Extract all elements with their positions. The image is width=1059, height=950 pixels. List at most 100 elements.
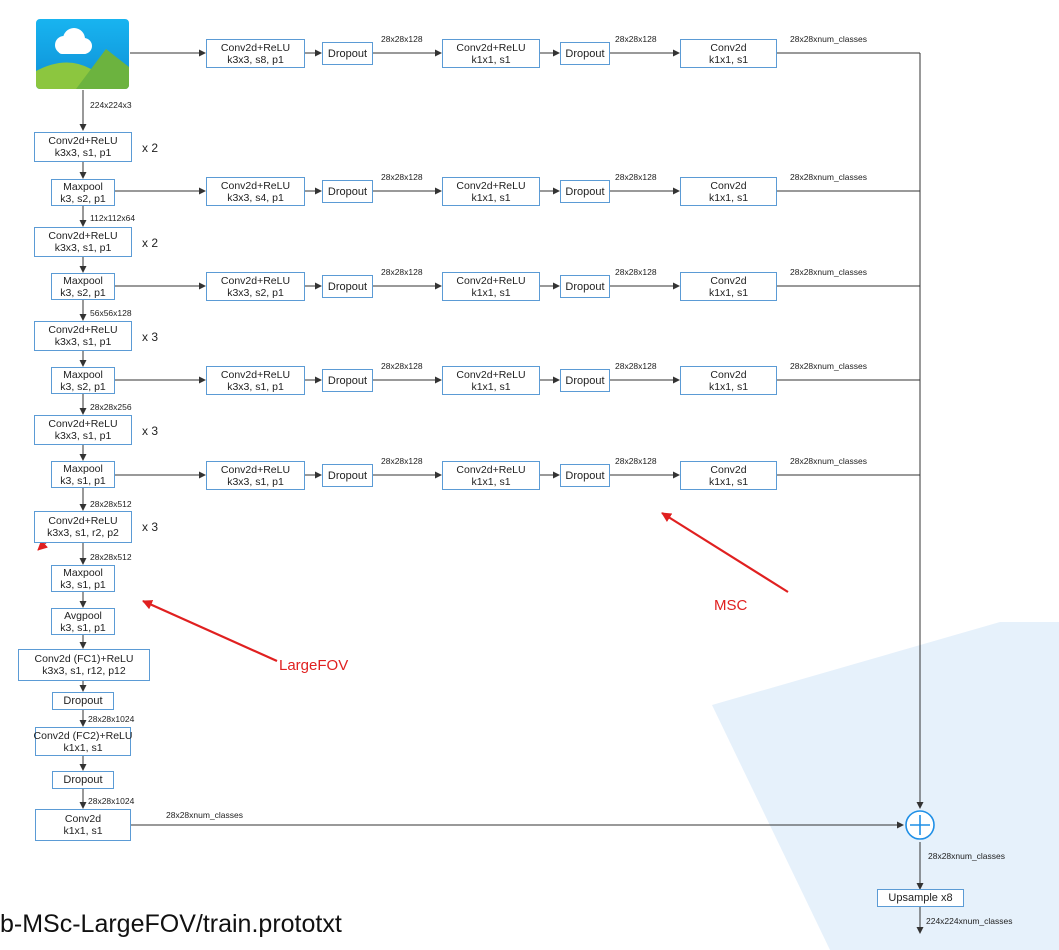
branch-5-conv1-line-1: Conv2d+ReLU	[220, 463, 291, 476]
branch-2-conv1-line-1: Conv2d+ReLU	[220, 179, 291, 192]
branch-3-dropout2: Dropout	[560, 275, 610, 298]
backbone-block-16-line-2: k1x1, s1	[63, 825, 103, 837]
branch-5-conv2-line-1: Conv2d+ReLU	[456, 463, 526, 476]
backbone-block-16-line-1: Conv2d	[64, 813, 102, 825]
branch-4-conv1-line-2: k3x3, s1, p1	[227, 380, 284, 393]
backbone-block-9-line-1: Conv2d+ReLU	[48, 515, 118, 527]
branch-1-conv3-line-1: Conv2d	[710, 41, 747, 54]
branch-1-conv2-line-2: k1x1, s1	[471, 53, 511, 66]
branch-3-conv2-line-1: Conv2d+ReLU	[456, 274, 526, 287]
branch-3-conv1-line-1: Conv2d+ReLU	[220, 274, 291, 287]
annotation-largefov: LargeFOV	[279, 657, 349, 674]
backbone-edge-label-4: 28x28x256	[90, 402, 132, 412]
backbone-block-7-line-2: k3x3, s1, p1	[54, 430, 112, 442]
branch-2-conv1-line-2: k3x3, s4, p1	[227, 191, 284, 204]
image-icon	[36, 19, 129, 89]
branch-3-edge-label-1: 28x28x128	[381, 267, 423, 277]
backbone-edge-label-1: 224x224x3	[90, 100, 132, 110]
backbone-block-5-line-2: k3x3, s1, p1	[54, 336, 112, 348]
branch-2-dropout1-line-1: Dropout	[327, 185, 368, 198]
branch-4-dropout1-line-1: Dropout	[327, 374, 368, 387]
branch-5-dropout2-line-1: Dropout	[565, 469, 605, 482]
branch-5-dropout1: Dropout	[322, 464, 373, 487]
caption-filename: b-MSc-LargeFOV/train.prototxt	[0, 910, 342, 938]
upsample-block-line-1: Upsample x8	[888, 892, 953, 904]
repeat-label-3: x 2	[142, 236, 159, 250]
backbone-block-10-line-1: Maxpool	[63, 566, 103, 579]
repeat-label-9: x 3	[142, 520, 159, 534]
branch-4-dropout2-line-1: Dropout	[565, 374, 605, 387]
backbone-edge-label-3: 56x56x128	[90, 308, 132, 318]
backbone-block-2-line-1: Maxpool	[63, 180, 103, 193]
branch-1-edge-label-1: 28x28x128	[381, 34, 423, 44]
branch-5-conv3-line-1: Conv2d	[710, 463, 747, 476]
sum-out-label: 28x28xnum_classes	[928, 851, 1006, 861]
backbone-block-13: Dropout	[52, 692, 114, 710]
backbone-block-11-line-1: Avgpool	[64, 609, 102, 622]
branch-2-dropout1: Dropout	[322, 180, 373, 203]
branch-1-out-label: 28x28xnum_classes	[790, 34, 868, 44]
branch-4-conv3-line-1: Conv2d	[710, 368, 747, 381]
branch-3-dropout1-line-1: Dropout	[327, 280, 368, 293]
repeat-label-1: x 2	[142, 141, 159, 155]
backbone-out-label: 28x28xnum_classes	[166, 810, 244, 820]
backbone-block-1-line-2: k3x3, s1, p1	[54, 147, 112, 159]
branch-4-conv3-line-2: k1x1, s1	[708, 380, 749, 393]
branch-2-conv3-line-1: Conv2d	[710, 179, 747, 192]
branch-3-out-label: 28x28xnum_classes	[790, 267, 868, 277]
branch-4-edge-label-1: 28x28x128	[381, 361, 423, 371]
branch-1-dropout2: Dropout	[560, 42, 610, 65]
branch-2-conv2-line-1: Conv2d+ReLU	[456, 179, 526, 192]
backbone-edge-label-7: 28x28x1024	[88, 714, 135, 724]
branch-2-dropout2-line-1: Dropout	[565, 185, 605, 198]
branch-2-edge-label-1: 28x28x128	[381, 172, 423, 182]
branch-4-conv1-line-1: Conv2d+ReLU	[220, 368, 291, 381]
backbone-block-15: Dropout	[52, 771, 114, 789]
backbone-block-4-line-2: k3, s2, p1	[60, 286, 106, 299]
backbone-block-15-line-1: Dropout	[63, 774, 103, 786]
branch-4-dropout2: Dropout	[560, 369, 610, 392]
backbone-block-11-line-2: k3, s1, p1	[60, 621, 106, 634]
branch-1-edge-label-2: 28x28x128	[615, 34, 657, 44]
branch-1-dropout2-line-1: Dropout	[565, 47, 605, 60]
branch-2-out-label: 28x28xnum_classes	[790, 172, 868, 182]
upsample-block: Upsample x8	[877, 889, 964, 907]
backbone-block-5-line-1: Conv2d+ReLU	[48, 324, 118, 336]
branch-5-dropout2: Dropout	[560, 464, 610, 487]
branch-5-dropout1-line-1: Dropout	[327, 469, 368, 482]
backbone-block-2-line-2: k3, s2, p1	[60, 192, 106, 205]
branch-4-dropout1: Dropout	[322, 369, 373, 392]
branch-4-conv2-line-2: k1x1, s1	[471, 380, 511, 393]
branch-3-edge-label-2: 28x28x128	[615, 267, 657, 277]
backbone-edge-label-2: 112x112x64	[90, 213, 136, 223]
branch-1-conv2-line-1: Conv2d+ReLU	[456, 41, 526, 54]
backbone-block-6-line-2: k3, s2, p1	[60, 380, 106, 393]
branch-5-conv2-line-2: k1x1, s1	[471, 475, 511, 488]
branch-2-edge-label-2: 28x28x128	[615, 172, 657, 182]
backbone-block-3-line-1: Conv2d+ReLU	[48, 230, 118, 242]
branch-5-out-label: 28x28xnum_classes	[790, 456, 868, 466]
branch-5-conv1-line-2: k3x3, s1, p1	[227, 475, 284, 488]
branch-1-dropout1-line-1: Dropout	[327, 47, 368, 60]
branch-3-dropout1: Dropout	[322, 275, 373, 298]
